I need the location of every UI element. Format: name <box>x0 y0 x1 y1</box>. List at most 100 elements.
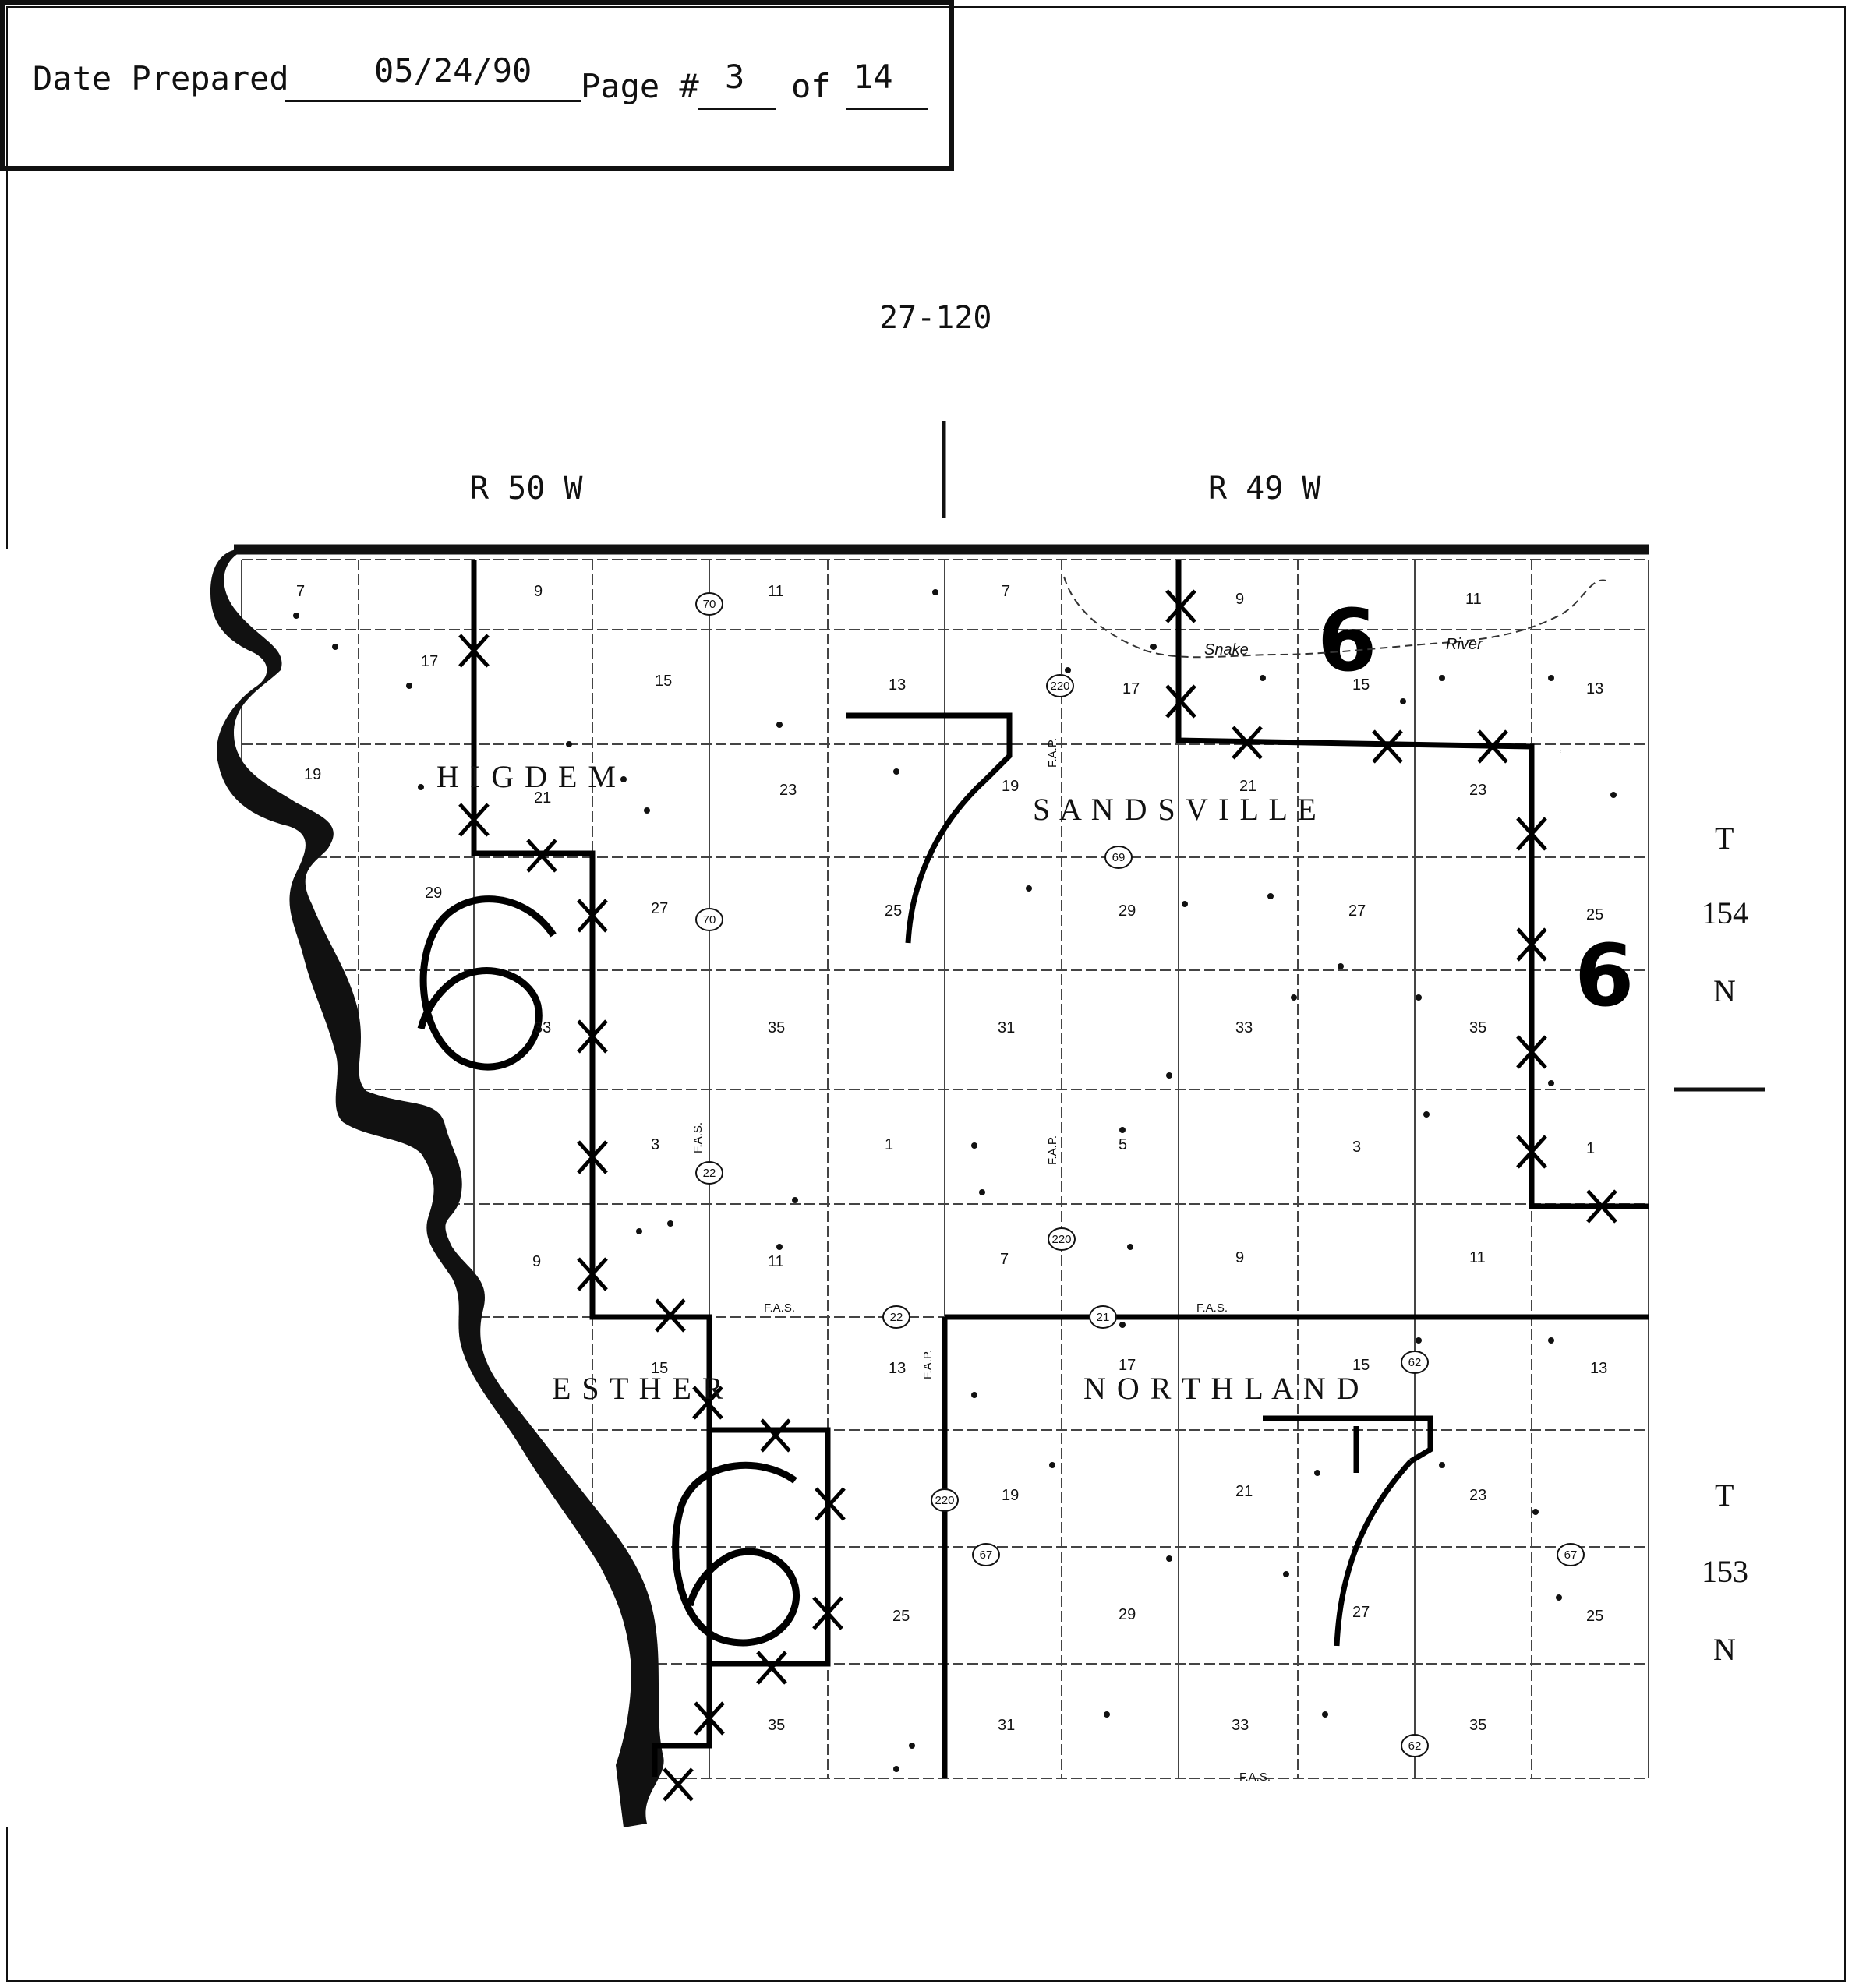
section-number: 11 <box>1469 1249 1486 1266</box>
structure-dot <box>332 644 338 650</box>
handwritten-7-b: 7 <box>1560 752 1561 754</box>
x-mark <box>1165 589 1196 623</box>
section-number: 33 <box>1235 1019 1253 1036</box>
svg-text:70: 70 <box>703 913 716 927</box>
svg-text:21: 21 <box>1097 1311 1110 1324</box>
x-mark <box>655 1298 686 1333</box>
x-mark <box>526 839 557 873</box>
structure-dot <box>418 784 424 790</box>
section-number: 9 <box>534 583 543 600</box>
section-number: 15 <box>1352 1357 1370 1374</box>
x-mark <box>663 1767 694 1802</box>
date-prepared-value: 05/24/90 <box>374 51 532 90</box>
section-number: 35 <box>1469 1019 1486 1036</box>
section-number: 23 <box>1469 782 1486 799</box>
structure-dot <box>1439 1462 1445 1468</box>
road-label-fap-3: F.A.P. <box>921 1350 935 1379</box>
section-number: 13 <box>889 676 906 694</box>
structure-dot <box>1065 667 1071 673</box>
section-number: 9 <box>532 1253 541 1270</box>
section-number: 11 <box>768 1253 784 1270</box>
x-mark <box>1516 817 1547 851</box>
svg-text:67: 67 <box>1564 1548 1578 1562</box>
structure-dot <box>792 1197 798 1203</box>
section-number: 31 <box>998 1717 1015 1734</box>
handwritten-6-upper-right: 6 <box>1317 591 1377 690</box>
section-number: 31 <box>998 1019 1015 1036</box>
section-number: 21 <box>534 789 551 807</box>
section-number: 19 <box>304 766 321 783</box>
section-number: 21 <box>1235 1483 1253 1500</box>
section-number: 25 <box>1586 906 1603 923</box>
section-number: 1 <box>885 1136 893 1153</box>
x-mark <box>815 1487 846 1521</box>
x-mark <box>1586 1189 1617 1224</box>
route-shield-70: 70 <box>695 908 723 931</box>
structure-dot <box>644 807 650 814</box>
township-upper-t: T <box>1715 821 1734 856</box>
date-prepared-label: Date Prepared <box>33 59 289 97</box>
structure-dot <box>932 589 938 595</box>
structure-dot <box>636 1228 642 1234</box>
structure-dot <box>1400 698 1406 704</box>
west-mask <box>0 549 631 1827</box>
river-label-snake: Snake <box>1204 641 1249 659</box>
structure-dot <box>1291 994 1297 1001</box>
section-number: 29 <box>425 885 442 902</box>
x-mark <box>812 1596 843 1630</box>
section-number: 21 <box>1239 778 1256 795</box>
range-right-label: R 49 W <box>1208 471 1321 507</box>
township-name-higdem: H I G D E M <box>436 759 617 794</box>
page-total-underline <box>846 108 928 110</box>
red-river-boundary <box>210 549 664 1828</box>
route-shield-69: 69 <box>1104 846 1133 869</box>
section-number: 5 <box>1119 1136 1127 1153</box>
structure-dot <box>1548 1337 1554 1344</box>
date-underline <box>285 100 581 102</box>
x-mark <box>577 1140 608 1174</box>
section-number: 25 <box>1586 1608 1603 1625</box>
route-shield-67: 67 <box>972 1543 1000 1566</box>
section-number: 29 <box>1119 902 1136 920</box>
section-number: 17 <box>1119 1357 1136 1374</box>
route-shield-21: 21 <box>1089 1305 1117 1329</box>
structure-dot <box>1416 994 1422 1001</box>
township-name-northland: N O R T H L A N D <box>1083 1371 1361 1406</box>
page-total: 14 <box>854 58 893 96</box>
x-mark <box>1165 684 1196 719</box>
svg-text:67: 67 <box>980 1548 993 1562</box>
section-number: 35 <box>768 1717 785 1734</box>
section-number: 35 <box>1469 1717 1486 1734</box>
structure-dots <box>293 589 1617 1772</box>
structure-dot <box>1260 675 1266 681</box>
section-number: 23 <box>779 782 797 799</box>
structure-dot <box>909 1743 915 1749</box>
structure-dot <box>1548 675 1554 681</box>
road-label-fas-3: F.A.S. <box>1239 1771 1271 1784</box>
snake-river-line <box>1063 576 1606 659</box>
x-mark <box>1516 1135 1547 1169</box>
structure-dot <box>979 1189 985 1195</box>
township-lower-n: N <box>1713 1632 1736 1667</box>
section-number: 27 <box>651 900 668 917</box>
svg-text:22: 22 <box>890 1311 903 1324</box>
section-number: 7 <box>1000 1251 1009 1268</box>
structure-dot <box>1556 1594 1562 1601</box>
svg-text:22: 22 <box>703 1167 716 1180</box>
x-mark <box>577 899 608 933</box>
section-number: 13 <box>889 1360 906 1377</box>
route-shield-22: 22 <box>695 1161 723 1185</box>
section-number: 33 <box>1232 1717 1249 1734</box>
road-label-fap-2: F.A.P. <box>1046 1135 1059 1165</box>
x-mark <box>1372 729 1403 764</box>
structure-dot <box>1532 1509 1539 1515</box>
x-mark <box>577 1257 608 1291</box>
handwritten-7-a: 7 <box>1560 750 1561 752</box>
section-number: 15 <box>651 1360 668 1377</box>
structure-dot <box>1338 963 1344 969</box>
route-shield-220: 220 <box>1046 674 1074 697</box>
of-label: of <box>791 67 831 105</box>
section-number: 23 <box>1469 1487 1486 1504</box>
road-label-fas-4: F.A.S. <box>691 1122 705 1153</box>
x-mark <box>760 1418 791 1453</box>
